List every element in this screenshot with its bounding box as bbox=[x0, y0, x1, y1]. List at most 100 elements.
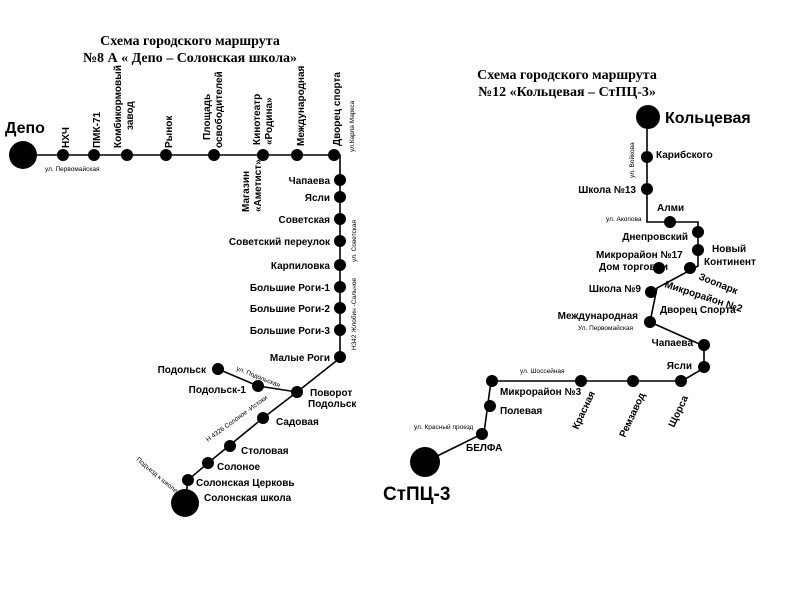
route12-stop-shkola9-label: Школа №9 bbox=[589, 284, 642, 295]
route8-stop-rynok-label: Рынок bbox=[164, 115, 175, 148]
route8-stop-solon-tserkov-marker bbox=[182, 474, 194, 486]
route12-stop-novy-label-2: Континент bbox=[704, 257, 756, 268]
route12-stop-belfa-label: БЕЛФА bbox=[466, 443, 502, 454]
route8-stop-mezhdunarodnaya-marker bbox=[291, 149, 303, 161]
route12-stop-polevaya-label: Полевая bbox=[500, 406, 542, 417]
route8-stop-solon-tserkov-label: Солонская Церковь bbox=[196, 478, 295, 489]
route12-title-line2: №12 «Кольцевая – СтПЦ-3» bbox=[478, 85, 656, 100]
route12-terminal-koltsevaya-marker bbox=[636, 105, 660, 129]
route8-stop-sovetsky-per-label: Советский переулок bbox=[229, 237, 331, 248]
route8-stop-karpilovka-marker bbox=[334, 259, 346, 271]
route12-stop-almi-label: Алми bbox=[657, 203, 684, 214]
route12-stop-zoopark-marker bbox=[684, 262, 696, 274]
route12-stop-mkr3-label: Микрорайон №3 bbox=[500, 387, 582, 398]
route12-stop-shkola13-marker bbox=[641, 183, 653, 195]
route8-stop-sadovaya-label: Садовая bbox=[276, 417, 319, 428]
route12-terminal-koltsevaya-label: Кольцевая bbox=[665, 110, 751, 127]
route12-stop-polevaya-marker bbox=[484, 400, 496, 412]
route12-stop-yasli-marker bbox=[698, 361, 710, 373]
route8-stop-povorot-label-1: Поворот bbox=[310, 388, 352, 399]
route8-stop-chapaeva-marker bbox=[334, 174, 346, 186]
route12-street-krasny-proezd: ул. Красный проезд bbox=[414, 423, 474, 431]
route12-stop-mezhdunarodnaya-label: Международная bbox=[558, 311, 639, 322]
route8-stop-podolsk-1-marker bbox=[252, 380, 264, 392]
route8-stop-podolsk-1-label: Подольск-1 bbox=[189, 385, 247, 396]
route12-terminal-stpts3-label: СтПЦ-3 bbox=[383, 484, 450, 505]
route12-line bbox=[424, 117, 705, 463]
route8-stop-kombikorm-marker bbox=[121, 149, 133, 161]
route8-stop-pmk71-label: ПМК-71 bbox=[92, 111, 103, 148]
route12-stop-mezhdunarodnaya-marker bbox=[644, 316, 656, 328]
route8-stop-kino-label-2: «Родина» bbox=[264, 97, 275, 145]
route8-stop-bolshie-rogi-2-marker bbox=[334, 302, 346, 314]
route8-stop-sovetsky-per-marker bbox=[334, 235, 346, 247]
route8-stop-sovetskaya-marker bbox=[334, 213, 346, 225]
route12-stop-chapaeva-label: Чапаева bbox=[652, 338, 694, 349]
route12-stop-chapaeva-marker bbox=[698, 339, 710, 351]
route8-street-pod-shkole: Подъезд к школе bbox=[135, 456, 179, 495]
route8-stop-bolshie-rogi-3-label: Большие Роги-3 bbox=[250, 326, 331, 337]
route12-stop-dneprovsky-label: Днепровский bbox=[622, 232, 688, 243]
route8-stop-stolovaya-marker bbox=[224, 440, 236, 452]
route8-stop-malye-rogi-marker bbox=[334, 351, 346, 363]
route8-stop-podolsk-label: Подольск bbox=[158, 365, 207, 376]
route12-stop-shkola13-label: Школа №13 bbox=[578, 185, 636, 196]
route12-stop-mkr17-marker bbox=[653, 262, 665, 274]
route8-terminal-solon-shkola-marker bbox=[171, 489, 199, 517]
route12-street-shosseynaya: ул. Шоссейная bbox=[520, 367, 565, 375]
route8-stop-stolovaya-label: Столовая bbox=[241, 446, 289, 457]
route8-stop-malye-rogi-label: Малые Роги bbox=[270, 353, 330, 364]
route12-stop-remzavod-marker bbox=[627, 375, 639, 387]
route8-stop-yasli-label: Ясли bbox=[305, 193, 330, 204]
route12-stop-dom-torgovli-label: Дом торговли bbox=[599, 262, 668, 273]
route8-stop-kombikorm-label-1: Комбикормовый bbox=[112, 65, 124, 148]
route8-title-line2: №8 А « Депо – Солонская школа» bbox=[83, 51, 297, 66]
route8-scheme: Схема городского маршрута №8 А « Депо – … bbox=[5, 34, 358, 517]
route8-line-podolsk-link bbox=[257, 385, 298, 393]
route8-stop-kino-label-1: Кинотеатр bbox=[252, 94, 263, 145]
route8-stop-nhch-marker bbox=[57, 149, 69, 161]
route12-stop-almi-marker bbox=[664, 216, 676, 228]
route12-stop-yasli-label: Ясли bbox=[667, 361, 692, 372]
route8-stop-mezhdunarodnaya-label: Международная bbox=[296, 65, 307, 146]
route8-stop-povorot-label-2: Подольск bbox=[308, 399, 357, 410]
route12-title-line1: Схема городского маршрута bbox=[477, 68, 657, 83]
route12-stop-novy-label-1: Новый bbox=[712, 244, 746, 255]
route12-stop-dvorets-label: Дворец Спорта bbox=[660, 305, 736, 316]
route8-stop-podolsk-marker bbox=[212, 363, 224, 375]
route8-stop-dvorets-label: Дворец спорта bbox=[332, 72, 343, 146]
route8-stop-bolshie-rogi-2-label: Большие Роги-2 bbox=[250, 304, 331, 315]
route12-stop-mkr17-label: Микрорайон №17 bbox=[596, 250, 683, 261]
route8-stop-kino-marker bbox=[257, 149, 269, 161]
route8-stop-rynok-marker bbox=[160, 149, 172, 161]
route12-stop-shorsa-label: Щорса bbox=[667, 394, 691, 430]
route8-stop-solonoe-label: Солоное bbox=[217, 462, 261, 473]
route12-stop-karibskogo-label: Карибского bbox=[656, 149, 713, 161]
route12-scheme: Схема городского маршрута №12 «Кольцевая… bbox=[383, 68, 756, 505]
route8-terminal-depo-label: Депо bbox=[5, 120, 45, 137]
route8-stop-bolshie-rogi-1-marker bbox=[334, 281, 346, 293]
route8-stop-povorot-marker bbox=[291, 386, 303, 398]
route8-stop-karpilovka-label: Карпиловка bbox=[271, 261, 331, 272]
route8-stop-dvorets-marker bbox=[328, 149, 340, 161]
route8-stop-magazin-label-1: Магазин bbox=[241, 171, 252, 212]
route8-stop-solonoe-marker bbox=[202, 457, 214, 469]
route8-stop-ploschad-label-1: Площадь bbox=[202, 94, 213, 140]
route12-street-pervomayskaya: Ул. Первомайская bbox=[578, 324, 634, 332]
route8-stop-nhch-label: НХЧ bbox=[61, 127, 72, 148]
route12-stop-krasnaya-marker bbox=[575, 375, 587, 387]
route8-stop-ploschad-marker bbox=[208, 149, 220, 161]
route8-stop-pmk71-marker bbox=[88, 149, 100, 161]
route12-terminal-stpts3-marker bbox=[410, 447, 440, 477]
route12-street-akopova: ул. Акопова bbox=[606, 216, 642, 223]
route8-stop-yasli-marker bbox=[334, 191, 346, 203]
route8-street-karla-marksa: ул.Карла Маркса bbox=[349, 100, 356, 152]
route8-terminal-solon-shkola-label: Солонская школа bbox=[204, 493, 292, 504]
route12-stop-remzavod-label: Ремзавод bbox=[618, 391, 648, 440]
route8-stop-magazin-label-2: «Аметист» bbox=[253, 159, 264, 212]
route8-stop-chapaeva-label: Чапаева bbox=[289, 176, 331, 187]
route12-stop-mkr3-marker bbox=[486, 375, 498, 387]
route8-terminal-depo-marker bbox=[9, 141, 37, 169]
route12-stop-shkola9-marker bbox=[645, 286, 657, 298]
